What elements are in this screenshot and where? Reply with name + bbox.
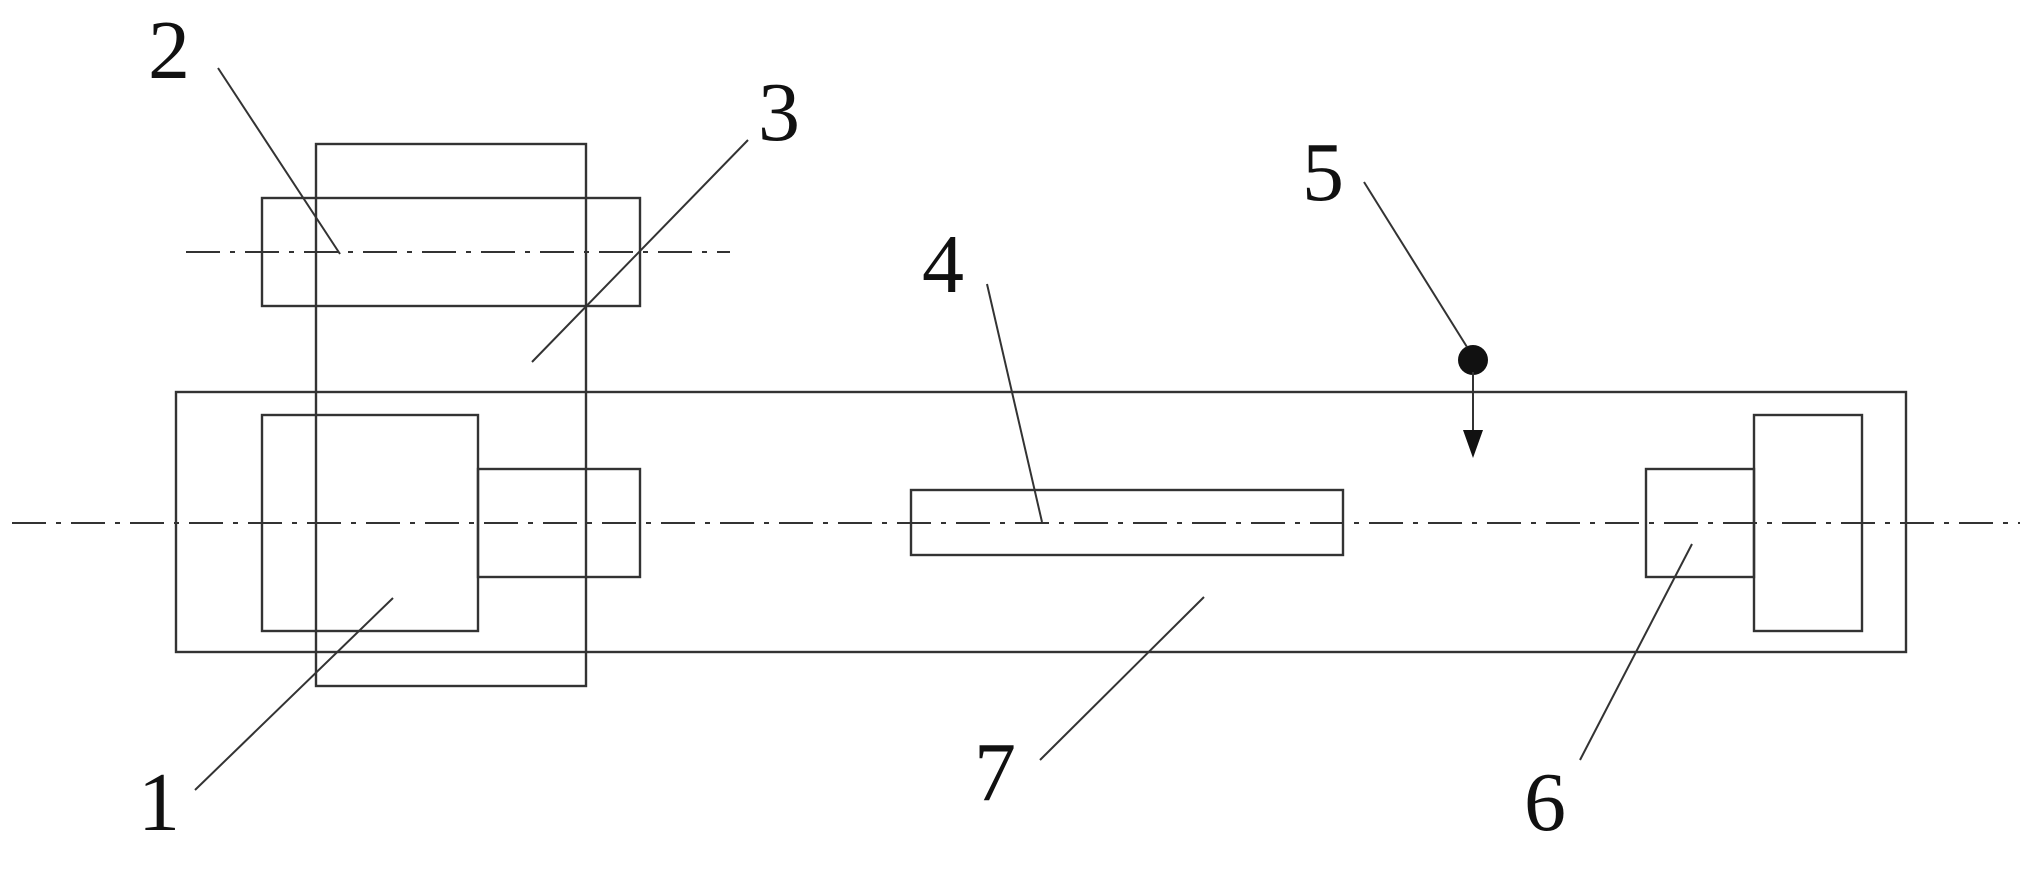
callout-4: 4 (922, 218, 964, 311)
sensor-dot (1458, 345, 1488, 375)
callout-7: 7 (974, 726, 1016, 819)
callout-2: 2 (148, 4, 190, 97)
leader-line-5 (1364, 182, 1467, 347)
callout-5: 5 (1302, 126, 1344, 219)
leader-line-4 (987, 284, 1042, 522)
callout-3: 3 (758, 66, 800, 159)
leader-line-2 (218, 68, 340, 254)
callout-1: 1 (138, 756, 180, 849)
leader-line-1 (195, 598, 393, 790)
callout-6: 6 (1524, 756, 1566, 849)
sensor-arrow-head (1463, 430, 1483, 458)
leader-line-7 (1040, 597, 1204, 760)
